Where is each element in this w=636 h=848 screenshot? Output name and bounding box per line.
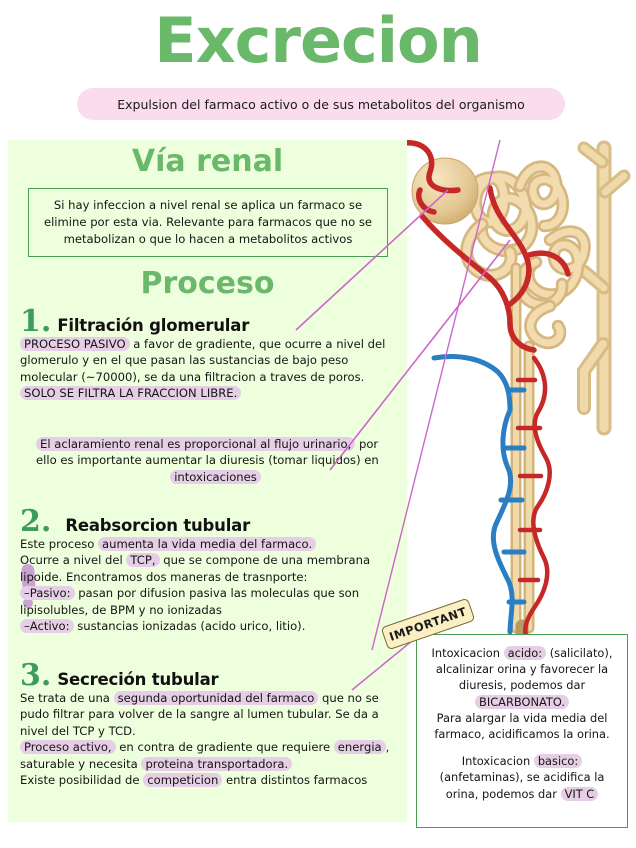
important-text-1: Intoxicacion bbox=[431, 646, 500, 660]
important-para-3: Para alargar la vida media del farmaco, … bbox=[434, 710, 610, 741]
spacer bbox=[424, 742, 620, 753]
important-para-2: BICARBONATO. bbox=[424, 694, 620, 710]
step-2-text-2: Ocurre a nivel del bbox=[20, 553, 123, 568]
step-3-para-2: Proceso activo, en contra de gradiente q… bbox=[20, 739, 399, 772]
step-1-number: 1. bbox=[20, 304, 52, 339]
step-2-text-3: que se compone de una membrana lipoide. … bbox=[20, 553, 371, 584]
step-2-highlight-tcp: TCP, bbox=[126, 553, 160, 568]
important-para-1: Intoxicacion acido: (salicilato), alcali… bbox=[424, 645, 620, 694]
step-3-highlight-proceso-activo: Proceso activo, bbox=[20, 740, 116, 755]
step-3-title: Secreción tubular bbox=[57, 670, 219, 689]
step-2-number: 2. bbox=[20, 504, 52, 539]
step-2-text-5: sustancias ionizadas (acido urico, litio… bbox=[77, 619, 306, 634]
step-2-para-1: Este proceso aumenta la vida media del f… bbox=[20, 536, 399, 552]
note-line-2: intoxicaciones bbox=[36, 469, 395, 485]
step-2-para-4: –Activo: sustancias ionizadas (acido uri… bbox=[20, 618, 399, 634]
step-3-highlight-energia: energia bbox=[333, 740, 386, 755]
via-renal-info-box: Si hay infeccion a nivel renal se aplica… bbox=[28, 188, 388, 258]
note-highlight-aclaramiento: El aclaramiento renal es proporcional al… bbox=[36, 437, 356, 451]
step-2-highlight-activo: –Activo: bbox=[20, 619, 74, 634]
step-3-para-3: Existe posibilidad de competicion entra … bbox=[20, 772, 399, 788]
important-text-2: (salicilato), alcalinizar orina y favore… bbox=[435, 646, 613, 693]
exclamation-mark-icon bbox=[20, 563, 37, 610]
step-1-header: 1. Filtración glomerular bbox=[8, 304, 407, 339]
step-3-highlight-competicion: competicion bbox=[143, 773, 223, 788]
collecting-duct bbox=[577, 140, 631, 436]
step-1-para-1: PROCESO PASIVO a favor de gradiente, que… bbox=[20, 336, 399, 385]
step-1-highlight-fraccion-libre: SOLO SE FILTRA LA FRACCION LIBRE. bbox=[20, 386, 242, 401]
step-1-highlight-proceso-pasivo: PROCESO PASIVO bbox=[20, 337, 130, 351]
step-1-filtracion-glomerular: 1. Filtración glomerular PROCESO PASIVO … bbox=[8, 304, 407, 402]
nephron-diagram bbox=[398, 140, 631, 647]
step-3-para-1: Se trata de una segunda oportunidad del … bbox=[20, 690, 399, 739]
important-text-4: (anfetaminas), se acidifica la orina, po… bbox=[439, 770, 605, 801]
step-1-body: PROCESO PASIVO a favor de gradiente, que… bbox=[8, 336, 407, 402]
step-3-text-5: Existe posibilidad de bbox=[20, 773, 140, 788]
renal-route-panel: Vía renal Si hay infeccion a nivel renal… bbox=[8, 140, 407, 822]
step-1-note: El aclaramiento renal es proporcional al… bbox=[8, 436, 407, 485]
important-highlight-bicarbonato: BICARBONATO. bbox=[475, 694, 569, 709]
via-renal-heading: Vía renal bbox=[131, 144, 284, 179]
step-3-body: Se trata de una segunda oportunidad del … bbox=[8, 690, 407, 789]
step-2-text-4: pasan por difusion pasiva las moleculas … bbox=[20, 586, 360, 617]
important-text-3: Intoxicacion bbox=[461, 754, 531, 769]
step-2-body: Este proceso aumenta la vida media del f… bbox=[8, 536, 407, 635]
step-2-highlight-vida-media: aumenta la vida media del farmaco. bbox=[98, 537, 317, 551]
step-2-highlight-pasivo: –Pasivo: bbox=[20, 586, 75, 601]
proceso-heading: Proceso bbox=[140, 266, 275, 301]
step-2-reabsorcion-tubular: 2. Reabsorcion tubular Este proceso aume… bbox=[8, 504, 407, 635]
step-1-note-body: El aclaramiento renal es proporcional al… bbox=[8, 436, 407, 485]
step-2-para-3: –Pasivo: pasan por difusion pasiva las m… bbox=[20, 585, 399, 618]
distal-convoluted-tubule bbox=[513, 160, 591, 350]
step-2-title: Reabsorcion tubular bbox=[65, 516, 251, 535]
subtitle-text: Expulsion del farmaco activo o de sus me… bbox=[117, 96, 525, 112]
step-1-note-line: El aclaramiento renal es proporcional al… bbox=[36, 436, 395, 469]
step-3-text-6: entra distintos farmacos bbox=[226, 773, 368, 788]
renal-vein-capillaries bbox=[431, 354, 527, 635]
peritubular-capillaries-arterial bbox=[515, 355, 552, 639]
step-3-text-2: que no se pudo filtrar para volver de la… bbox=[20, 691, 379, 738]
page-title: Excrecion bbox=[154, 4, 482, 77]
subtitle-banner: Expulsion del farmaco activo o de sus me… bbox=[77, 88, 565, 120]
step-1-text-1: a favor de gradiente, que ocurre a nivel… bbox=[20, 337, 386, 384]
note-highlight-intoxicaciones: intoxicaciones bbox=[170, 469, 261, 484]
important-highlight-vitc: VIT C bbox=[560, 786, 599, 801]
step-3-header: 3. Secreción tubular bbox=[8, 658, 407, 693]
step-3-number: 3. bbox=[20, 658, 52, 693]
important-highlight-acido: acido: bbox=[503, 646, 547, 660]
step-2-header: 2. Reabsorcion tubular bbox=[8, 504, 407, 539]
step-3-text-3: en contra de gradiente que requiere bbox=[119, 740, 331, 755]
step-2-text-1: Este proceso bbox=[20, 537, 95, 551]
step-1-title: Filtración glomerular bbox=[57, 316, 250, 335]
important-info-box: Intoxicacion acido: (salicilato), alcali… bbox=[416, 634, 628, 828]
step-3-text-1: Se trata de una bbox=[20, 691, 110, 705]
important-para-5: (anfetaminas), se acidifica la orina, po… bbox=[424, 769, 620, 801]
step-3-highlight-segunda-oportunidad: segunda oportunidad del farmaco bbox=[113, 691, 319, 705]
step-2-para-2: Ocurre a nivel del TCP, que se compone d… bbox=[20, 552, 399, 585]
important-para-4: Intoxicacion basico: bbox=[424, 753, 620, 769]
step-3-secrecion-tubular: 3. Secreción tubular Se trata de una seg… bbox=[8, 658, 407, 789]
step-3-text-4: , saturable y necesita bbox=[20, 740, 390, 771]
step-1-para-2: SOLO SE FILTRA LA FRACCION LIBRE. bbox=[20, 385, 399, 401]
important-highlight-basico: basico: bbox=[533, 754, 583, 769]
step-3-highlight-proteina: proteina transportadora. bbox=[141, 756, 293, 771]
